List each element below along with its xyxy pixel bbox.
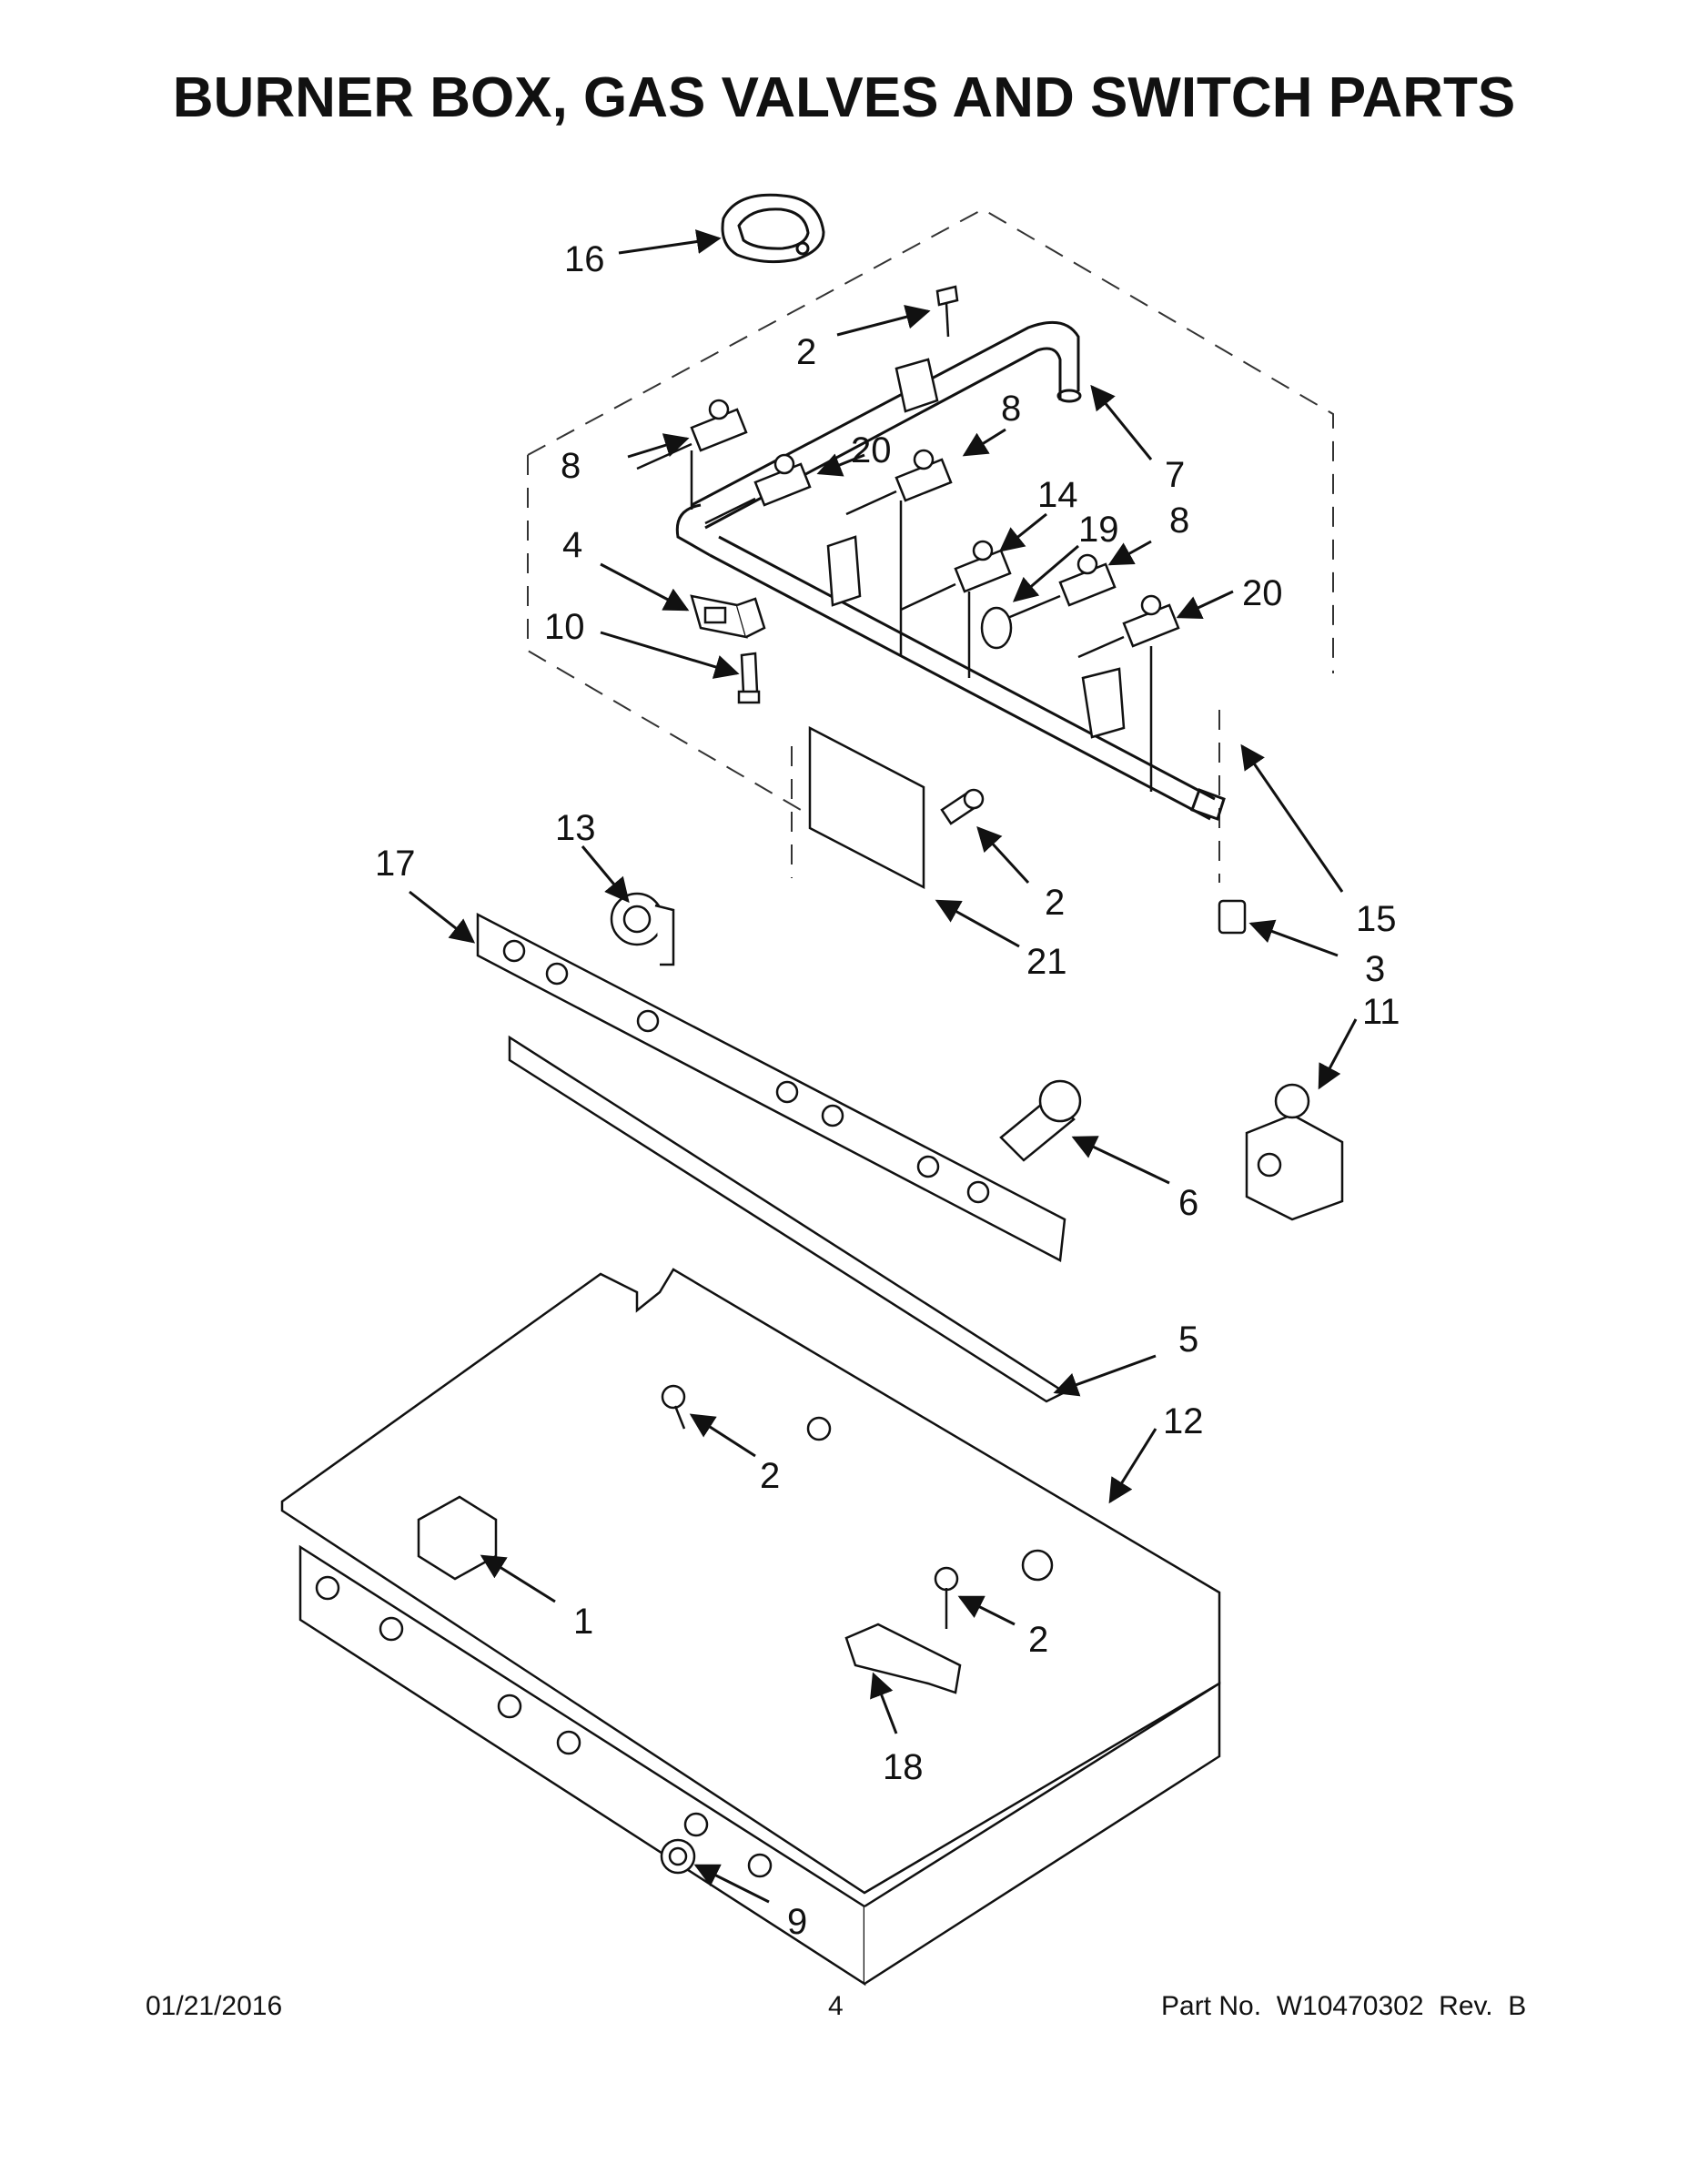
callout-8-right: 8 — [1169, 500, 1189, 541]
callout-20-left: 20 — [851, 430, 892, 470]
callout-1: 1 — [573, 1602, 593, 1642]
knob-part-9 — [660, 1838, 696, 1875]
screw-part-2-box-left — [661, 1384, 686, 1430]
control-panel-part-17 — [476, 912, 1066, 1262]
gas-valve-part-20-right — [1077, 594, 1180, 792]
callout-15: 15 — [1356, 899, 1397, 939]
gas-valve-part-8-left — [636, 399, 748, 510]
callout-6: 6 — [1178, 1183, 1198, 1223]
callout-5: 5 — [1178, 1320, 1198, 1360]
callout-7: 7 — [1165, 455, 1185, 495]
fitting-part-3 — [1218, 899, 1247, 935]
callout-leaders — [409, 229, 1358, 1904]
callout-labels: 16 2 8 20 8 7 14 19 8 20 4 10 13 17 2 21… — [375, 239, 1400, 1942]
callout-10: 10 — [544, 607, 585, 647]
callout-2-top: 2 — [796, 332, 816, 372]
gas-valve-part-20-left — [704, 453, 812, 525]
gas-valve-part-8-right — [1005, 553, 1117, 621]
pressure-regulator-part-11 — [1245, 1083, 1344, 1221]
footer-page-number: 4 — [828, 1991, 844, 2021]
screw-part-10 — [737, 652, 761, 704]
gas-valve-group — [636, 399, 1180, 792]
manifold-pipe-part-7 — [675, 320, 1226, 821]
callout-2-box-left: 2 — [760, 1456, 780, 1496]
page-title: BURNER BOX, GAS VALVES AND SWITCH PARTS — [172, 66, 1516, 129]
footer-date: 01/21/2016 — [146, 1991, 283, 2021]
callout-20-right: 20 — [1242, 573, 1283, 613]
manifold-brackets — [826, 358, 1126, 739]
callout-2-box-right: 2 — [1028, 1620, 1048, 1660]
switch-panel-part-21 — [808, 725, 925, 890]
callout-8-center: 8 — [1001, 389, 1021, 429]
screw-part-2-box-right — [934, 1566, 959, 1629]
switch-part-13 — [610, 892, 675, 966]
callout-19: 19 — [1078, 510, 1119, 550]
callout-17: 17 — [375, 844, 416, 884]
manifold-phantom-outline — [527, 207, 1334, 883]
callout-13: 13 — [555, 808, 596, 848]
burner-box-part-12 — [280, 1268, 1221, 1987]
callout-3: 3 — [1365, 949, 1385, 989]
callout-18: 18 — [883, 1747, 924, 1787]
callout-12: 12 — [1163, 1401, 1204, 1441]
callout-14: 14 — [1037, 475, 1078, 515]
callout-9: 9 — [787, 1902, 807, 1942]
screw-part-2-top — [935, 285, 959, 338]
callout-8-left: 8 — [561, 446, 581, 486]
callout-21: 21 — [1026, 942, 1067, 982]
callout-16: 16 — [564, 239, 605, 279]
callout-2-panel: 2 — [1045, 883, 1065, 923]
bracket-part-4 — [690, 594, 766, 639]
callout-4: 4 — [562, 525, 582, 565]
channel-part-5 — [508, 1035, 1067, 1403]
switch-part-6 — [999, 1079, 1082, 1162]
gas-valve-part-14 — [900, 540, 1012, 678]
footer-part-number: Part No. W10470302 Rev. B — [1161, 1991, 1527, 2021]
gas-valve-part-8-center — [845, 449, 953, 655]
screw-part-2-panel — [940, 788, 985, 825]
bracket-part-18 — [844, 1623, 962, 1694]
disc-part-19 — [980, 606, 1013, 650]
gasket-part-16 — [721, 193, 825, 264]
callout-11: 11 — [1362, 992, 1400, 1032]
